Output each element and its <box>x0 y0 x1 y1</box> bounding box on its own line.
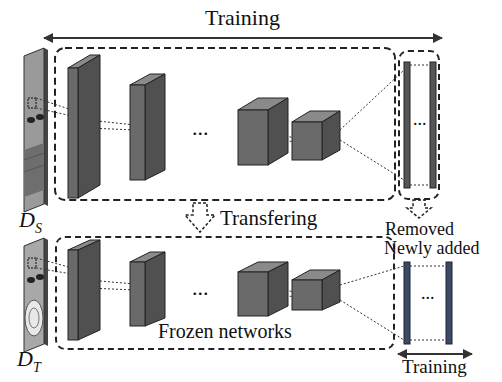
span-arrow <box>44 37 442 39</box>
conv-layers <box>68 55 340 198</box>
span-arrow <box>398 353 472 355</box>
arrow-label: Transfering <box>220 207 317 230</box>
dataset-symbol: D <box>19 208 35 232</box>
subscript: S <box>35 221 42 236</box>
frozen-network-box: Frozen networks <box>55 236 395 350</box>
new-layers <box>340 262 452 344</box>
removed-layers <box>340 62 436 188</box>
node-label: Removed <box>385 220 454 240</box>
dataset-symbol: D <box>17 347 33 371</box>
hollow-arrow <box>407 200 431 218</box>
source-face <box>24 48 48 212</box>
arrow-label: Training <box>205 6 280 30</box>
source-network-box <box>55 48 395 200</box>
ellipsis: ... <box>192 116 209 140</box>
ellipsis: ... <box>421 284 435 304</box>
ellipsis: ... <box>192 276 209 300</box>
arrow-label: Training <box>402 357 467 378</box>
ellipsis: ... <box>413 110 427 130</box>
node-label: Frozen networks <box>158 320 292 342</box>
transfer-arrow <box>185 203 215 232</box>
subscript: T <box>33 360 41 375</box>
annotation: Newly added <box>384 239 479 259</box>
target-face <box>24 238 48 352</box>
